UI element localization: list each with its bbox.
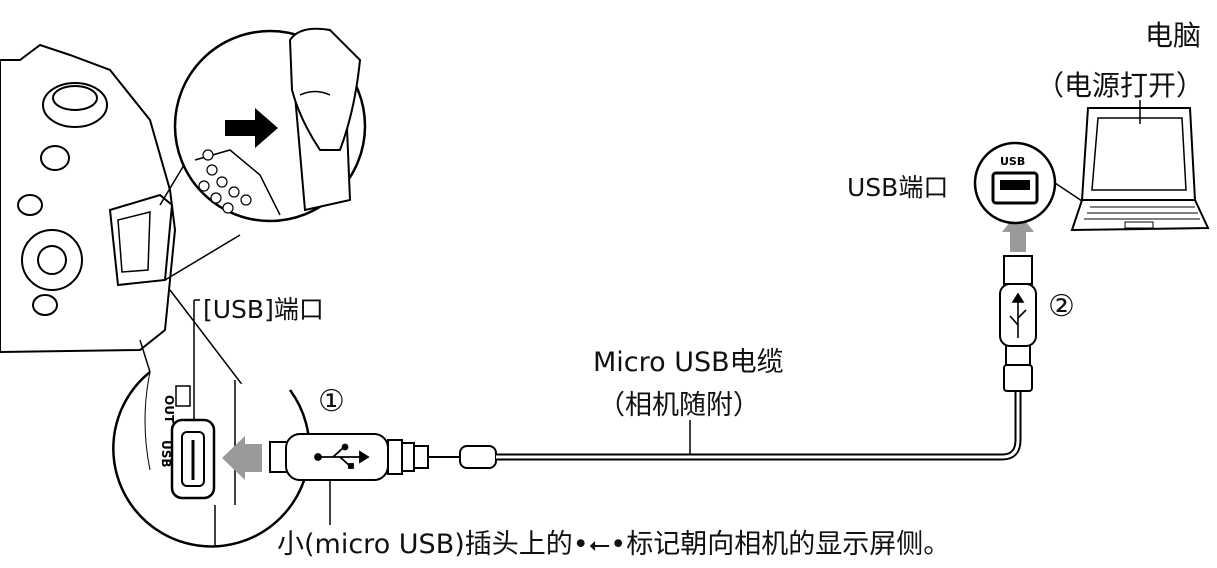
insert-arrow-icon xyxy=(222,436,262,480)
step-2-marker: ② xyxy=(1048,289,1075,324)
camera-usb-port-label: [USB]端口 xyxy=(203,295,324,324)
usb-symbol-icon xyxy=(314,443,370,469)
bottom-instruction-note: 小(micro USB)插头上的•⭠•标记朝向相机的显示屏侧。 xyxy=(277,529,951,560)
push-arrow-icon xyxy=(225,108,278,148)
cover-open-zoom-circle xyxy=(173,27,367,223)
camera-port-out-label: OUT xyxy=(162,395,176,424)
cable-note-label: （相机随附） xyxy=(598,390,760,421)
step-1-marker: ① xyxy=(318,384,345,419)
pc-usb-port-label: USB端口 xyxy=(847,173,949,202)
usb-symbol-icon xyxy=(1009,292,1027,338)
cable-name-label: Micro USB电缆 xyxy=(593,347,784,378)
pc-port-tag: USB xyxy=(1000,155,1025,168)
laptop-illustration xyxy=(1070,100,1210,232)
pc-title-label: 电脑 xyxy=(1145,19,1202,52)
camera-illustration xyxy=(0,43,177,354)
camera-port-usb-label: USB xyxy=(159,440,173,468)
pc-status-label: （电源打开） xyxy=(1036,69,1205,102)
standard-usb-plug xyxy=(999,255,1037,392)
micro-usb-plug xyxy=(269,433,497,525)
pc-port-zoom-circle: USB xyxy=(973,141,1089,225)
